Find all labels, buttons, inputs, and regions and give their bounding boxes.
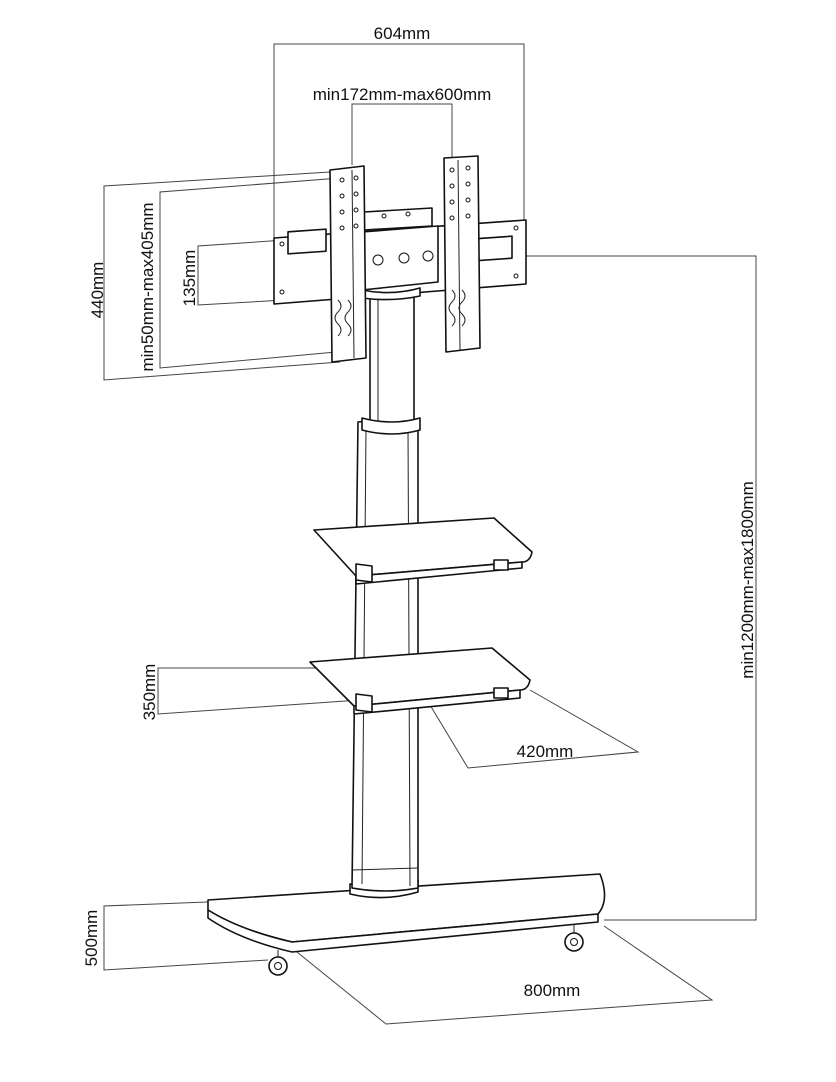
label-stand-height: min1200mm-max1800mm: [738, 481, 757, 678]
caster-wheels: [268, 924, 584, 976]
width-total-dimension-line: [273, 43, 525, 240]
vesa-vertical-dimension-line: [159, 177, 341, 369]
label-shelf-depth: 350mm: [140, 664, 159, 721]
label-height-total: 440mm: [88, 262, 107, 319]
bracket-right-arm: [443, 155, 481, 353]
vesa-horizontal-dimension-line: [351, 103, 453, 165]
label-vesa-vertical: min50mm-max405mm: [138, 202, 157, 371]
label-base-depth: 500mm: [82, 910, 101, 967]
dimension-labels: 604mm min172mm-max600mm 440mm min50mm-ma…: [82, 24, 757, 1000]
shelf-width-dimension-line: [429, 689, 640, 769]
bracket-left-arm: [329, 165, 367, 363]
upper-pole: [361, 289, 421, 435]
height-total-dimension-line: [103, 171, 341, 381]
label-shelf-width: 420mm: [517, 742, 574, 761]
label-bracket-height: 135mm: [180, 250, 199, 307]
label-width-total: 604mm: [374, 24, 431, 43]
lower-shelf: [309, 647, 531, 715]
shelf-depth-dimension-line: [157, 667, 361, 715]
base-width-dimension-line: [291, 925, 714, 1025]
stand-height-dimension-line: [520, 255, 757, 921]
mounting-bracket: [273, 155, 527, 363]
label-base-width: 800mm: [524, 981, 581, 1000]
label-vesa-horizontal: min172mm-max600mm: [313, 85, 492, 104]
upper-shelf: [313, 517, 533, 585]
dimension-lines: [103, 43, 757, 1025]
bracket-height-dimension-line: [197, 239, 286, 306]
